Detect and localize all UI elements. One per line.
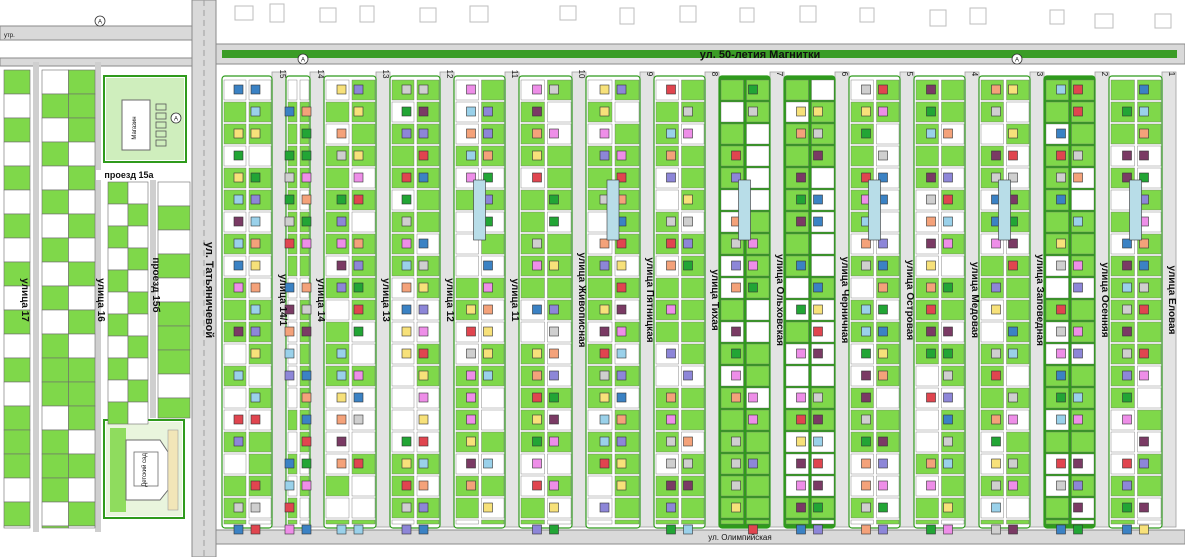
street-number-label: 5 (905, 72, 914, 77)
house-markers (233, 84, 1149, 535)
street-number-label: 1 (1167, 72, 1176, 77)
street-label: улица 14 (315, 278, 326, 322)
outside-buildings (234, 3, 1172, 29)
street-number-label: 3 (1035, 72, 1044, 77)
street-number-label: 6 (840, 72, 849, 77)
street-label: улица 14/1 (277, 274, 288, 326)
street-number-label: 11 (510, 70, 519, 79)
street-label-passage-15b: проезд 15б (150, 257, 162, 312)
street-number-label: 9 (645, 72, 654, 77)
street-label: улица Еловая (1166, 266, 1177, 335)
street-label: улица Ольховская (774, 254, 785, 346)
street-label: улица Живописная (576, 252, 587, 347)
street-label-passage-15a: проезд 15а (104, 170, 154, 180)
street-label: улица 11 (509, 278, 520, 322)
street-number-label: 14 (316, 70, 325, 79)
left-grid-blocks (3, 69, 191, 529)
street-number-label: 15 (278, 70, 287, 79)
road-labels: ул. 50-летия Магнитки ул. Олимпийская ул… (4, 15, 1023, 542)
street-number-label: 8 (710, 72, 719, 77)
street-label: улица Тихая (709, 269, 720, 331)
street-label-fragment: утр. (4, 33, 15, 39)
street-label: улица Осенняя (1099, 262, 1110, 337)
svg-text:A: A (1015, 58, 1019, 64)
street-number-label: 13 (381, 70, 390, 79)
svg-text:A: A (301, 58, 305, 64)
street-number-label: 10 (577, 70, 586, 79)
street-label: улица Заповедная (1034, 254, 1045, 346)
a-marker-icon (297, 53, 309, 65)
street-number-label: 7 (775, 72, 784, 77)
street-number-label: 12 (445, 70, 454, 79)
street-label: улица Черничная (839, 257, 850, 344)
svg-text:A: A (98, 20, 102, 26)
kindergarten-block: Детский сад (103, 419, 185, 519)
street-label: улица Островая (904, 260, 915, 341)
street-label: улица 16 (95, 278, 106, 322)
shop-block: Магазин A (103, 75, 187, 163)
street-label: улица 12 (444, 278, 455, 322)
street-label: улица 13 (380, 278, 391, 322)
street-label: улица Пятницкая (644, 257, 655, 342)
street-label: улица 17 (19, 278, 30, 322)
street-label-top-main: ул. 50-летия Магнитки (700, 49, 820, 61)
street-number-label: 4 (970, 72, 979, 77)
passage-15b-block (107, 181, 149, 425)
shop-label: Магазин (132, 116, 138, 139)
street-label: улица Медовая (969, 262, 980, 338)
svg-text:A: A (174, 117, 178, 123)
a-marker-icon (1011, 53, 1023, 65)
street-label-left-vertical: ул. Татьяничевой (203, 242, 215, 338)
street-number-label: 2 (1100, 72, 1109, 77)
a-marker-icon (170, 112, 182, 124)
a-marker-icon (94, 15, 106, 27)
street-label-bottom-main: ул. Олимпийская (708, 533, 771, 542)
kindergarten-label: Детский сад (141, 453, 148, 487)
